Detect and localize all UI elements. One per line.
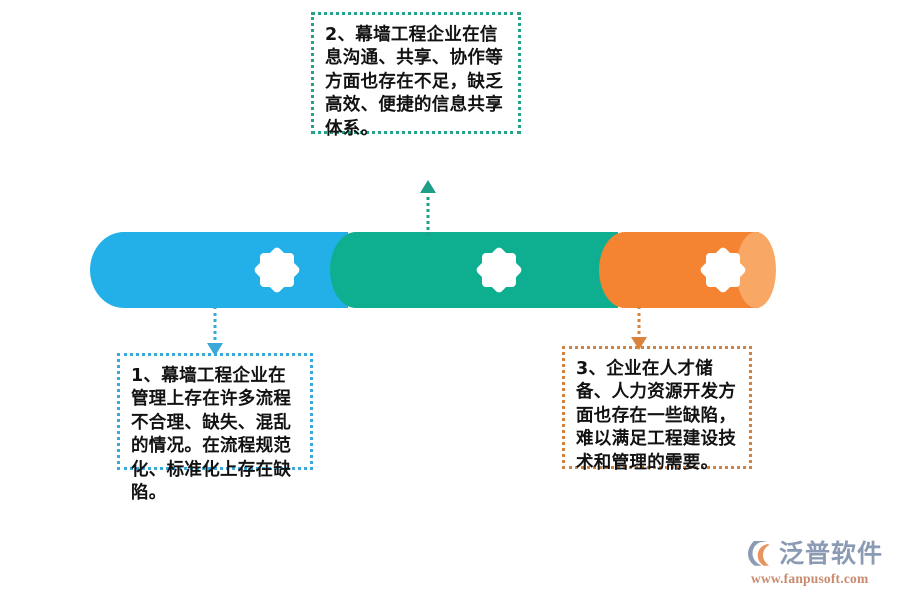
watermark: 泛普软件 www.fanpusoft.com bbox=[745, 538, 893, 590]
star-square-b bbox=[698, 245, 748, 295]
callout-text-3: 3、企业在人才储备、人力资源开发方面也存在一些缺陷，难以满足工程建设技术和管理的… bbox=[576, 359, 737, 473]
callout-box-2: 2、幕墙工程企业在信息沟通、共享、协作等方面也存在不足，缺乏高效、便捷的信息共享… bbox=[311, 12, 521, 139]
callout-box-1: 1、幕墙工程企业在管理上存在许多流程不合理、缺失、混乱的情况。在流程规范化、标准… bbox=[117, 353, 313, 503]
arrow-down-icon bbox=[631, 337, 647, 350]
arrow-up-icon bbox=[420, 180, 436, 193]
cylinder-segment-green bbox=[330, 232, 618, 308]
connector-line bbox=[426, 190, 430, 236]
connector-down-bottom-right bbox=[629, 306, 649, 350]
connector-down-bottom-left bbox=[205, 306, 225, 356]
connector-line bbox=[213, 306, 217, 346]
logo-row: 泛普软件 bbox=[745, 538, 883, 568]
fanpu-logo-icon bbox=[748, 541, 770, 566]
cylinder-diagram bbox=[90, 232, 776, 308]
star-square-b bbox=[474, 245, 524, 295]
cylinder-segment-blue bbox=[90, 232, 348, 308]
brand-name: 泛普软件 bbox=[779, 538, 884, 568]
brand-url: www.fanpusoft.com bbox=[751, 571, 869, 586]
eight-point-star-icon bbox=[252, 245, 302, 295]
eight-point-star-icon bbox=[474, 245, 524, 295]
connector-up-top bbox=[418, 180, 438, 236]
callout-text-2: 2、幕墙工程企业在信息沟通、共享、协作等方面也存在不足，缺乏高效、便捷的信息共享… bbox=[325, 25, 503, 139]
callout-box-3: 3、企业在人才储备、人力资源开发方面也存在一些缺陷，难以满足工程建设技术和管理的… bbox=[562, 346, 752, 473]
eight-point-star-icon bbox=[698, 245, 748, 295]
connector-line bbox=[637, 306, 641, 340]
callout-text-1: 1、幕墙工程企业在管理上存在许多流程不合理、缺失、混乱的情况。在流程规范化、标准… bbox=[131, 366, 292, 504]
arrow-down-icon bbox=[207, 343, 223, 356]
star-square-b bbox=[252, 245, 302, 295]
